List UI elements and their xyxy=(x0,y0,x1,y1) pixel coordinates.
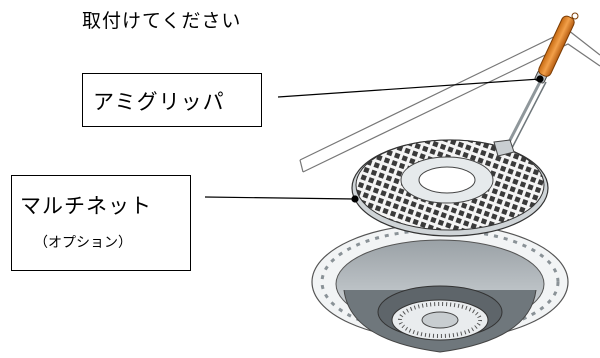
multi-net xyxy=(351,139,549,237)
callout-box-gripper: アミグリッパ xyxy=(82,73,262,127)
net-leader-dot xyxy=(351,195,359,203)
callout-box-multinet: マルチネット （オプション） xyxy=(11,175,191,271)
gripper-leader-line xyxy=(277,78,541,98)
leader-lines xyxy=(204,75,544,203)
grill-pot xyxy=(311,223,569,353)
net-leader-line xyxy=(204,196,356,200)
callout-label: アミグリッパ xyxy=(93,90,225,114)
instruction-text: 取付けてください xyxy=(82,10,242,32)
callout-sublabel: （オプション） xyxy=(34,235,132,251)
callout-label: マルチネット xyxy=(20,194,152,218)
gripper-leader-dot xyxy=(536,75,544,83)
ami-gripper xyxy=(493,12,579,157)
